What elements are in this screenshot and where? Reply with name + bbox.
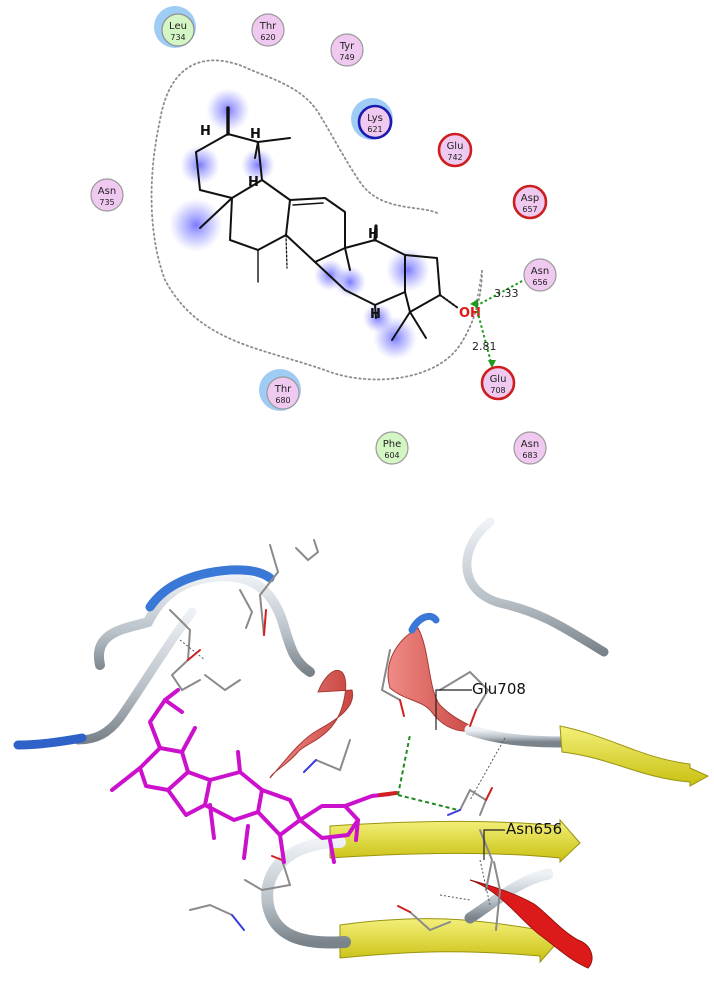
residue-name: Glu [447, 141, 464, 152]
residue-number: 620 [260, 33, 275, 42]
ligand-oxygen [378, 791, 398, 797]
helix-segment [469, 879, 593, 969]
residue-name: Glu [490, 374, 507, 385]
coil-segment [73, 607, 197, 745]
residue-discs: Leu734Thr620Tyr749Lys621Glu742Asp657Asn7… [90, 6, 557, 465]
hbond-arrow [470, 299, 478, 308]
coil-segment [464, 724, 571, 748]
sheet-segment [559, 725, 710, 787]
contact-lines [179, 639, 506, 906]
hbond-arrow [488, 360, 496, 368]
residue-name: Thr [259, 21, 277, 32]
residue-name: Thr [274, 384, 292, 395]
residue-disc [161, 13, 195, 47]
residue-sticks [169, 539, 502, 932]
residue-disc [480, 365, 516, 401]
turn-segment [145, 565, 275, 612]
hbond-distance: 3.33 [494, 287, 519, 300]
residue-name: Asn [521, 439, 539, 450]
sheet-segment [329, 818, 581, 864]
residue-name: Leu [169, 21, 187, 32]
residue-disc [375, 431, 409, 465]
coil-segment [261, 836, 351, 949]
residue-disc [266, 376, 300, 410]
residue-name: Asn [98, 186, 116, 197]
helix-segment [387, 627, 480, 732]
ligand-atom-labels: H H H H H OH [200, 124, 481, 322]
residue-disc [437, 132, 473, 168]
hydroxyl-label: OH [459, 306, 481, 321]
residue-name: Asn [531, 266, 549, 277]
coil-segment [462, 517, 609, 657]
residue-number: 680 [275, 396, 290, 405]
residue-number: 657 [522, 205, 537, 214]
label-glu708: Glu708 [472, 680, 526, 698]
residue-number: 656 [532, 278, 547, 287]
ligand-3d [110, 688, 392, 864]
turn-segment [408, 612, 440, 634]
coil-segment [93, 571, 315, 677]
coil-segment [464, 868, 554, 924]
residue-number: 604 [384, 451, 399, 460]
residue-asn-656: Asn656 [523, 258, 557, 292]
residue-number: 621 [367, 125, 382, 134]
residue-glu-708: Glu708 [480, 365, 516, 401]
ligand-h-label: H [248, 175, 259, 190]
residue-name: Tyr [339, 41, 355, 52]
hbond-distance: 2.81 [472, 340, 497, 353]
residue-number: 742 [447, 153, 462, 162]
helix-segment [269, 670, 354, 779]
residue-number: 683 [522, 451, 537, 460]
hbond-3d [397, 734, 459, 811]
ligand-structure [195, 106, 459, 341]
residue-disc [90, 178, 124, 212]
label-asn656: Asn656 [506, 820, 562, 838]
ligand-h-label: H [250, 127, 261, 142]
solvent-exposure [169, 88, 430, 360]
residue-name: Asp [521, 193, 539, 204]
residue-number: 734 [170, 33, 185, 42]
ligand-h-label: H [368, 227, 379, 242]
residue-name: Lys [367, 113, 383, 124]
residue-disc [357, 104, 393, 140]
callout-line [483, 829, 505, 860]
interaction-map: H H H H H OH 3.33 2.81 Leu734Thr620Tyr74… [90, 6, 557, 465]
residue-number: 735 [99, 198, 114, 207]
residue-disc [523, 258, 557, 292]
residue-number: 708 [490, 386, 505, 395]
ligand-h-label: H [370, 307, 381, 322]
residue-disc [512, 184, 548, 220]
residue-disc [513, 431, 547, 465]
heteroatoms [187, 609, 493, 931]
structure-3d: Glu708 Asn656 [13, 517, 710, 969]
residue-name: Phe [383, 439, 402, 450]
ligand-h-label: H [200, 124, 211, 139]
pocket-outline [150, 59, 483, 381]
turn-segment [13, 733, 87, 750]
residue-disc [251, 13, 285, 47]
residue-number: 749 [339, 53, 354, 62]
callout-line [435, 689, 472, 730]
residue-disc [330, 33, 364, 67]
sheet-segment [339, 918, 557, 964]
